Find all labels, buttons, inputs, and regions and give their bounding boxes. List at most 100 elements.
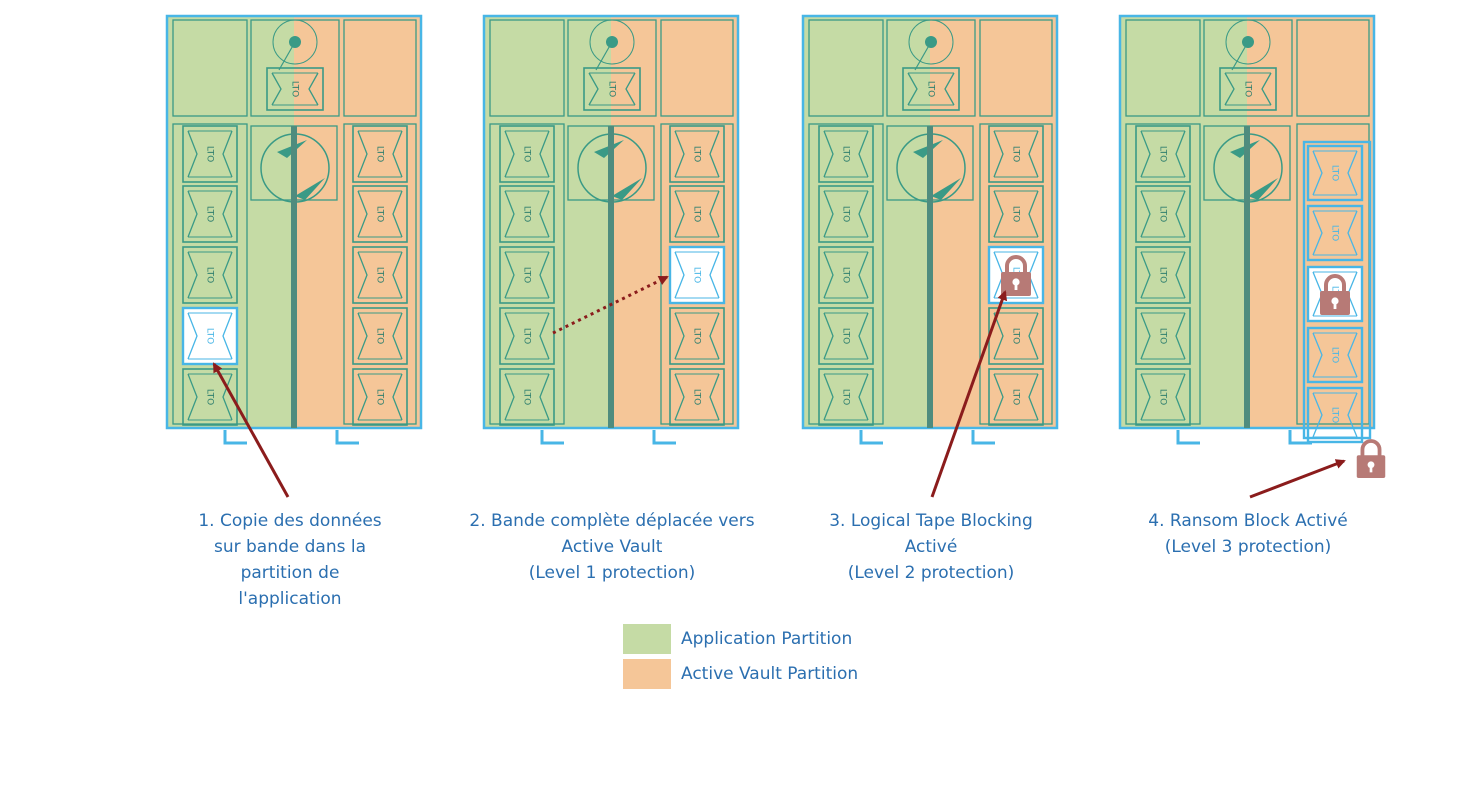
tape-slot-left xyxy=(504,251,515,299)
tape-label: LTO xyxy=(841,146,851,162)
tape-outline xyxy=(818,307,874,365)
tape-label: LTO xyxy=(1330,347,1340,363)
caption-line: Active Vault xyxy=(561,537,663,557)
tape-slot-left xyxy=(504,190,515,238)
tape-slot-left xyxy=(187,312,198,360)
tape-outline xyxy=(818,368,874,426)
tape-slot-left xyxy=(187,190,198,238)
lto-tape: LTO xyxy=(499,185,555,243)
tape-slot-right xyxy=(1347,332,1358,378)
tape-label: LTO xyxy=(522,206,532,222)
tape-outline xyxy=(818,185,874,243)
tape-slot-left xyxy=(674,251,685,299)
drive-mechanism-ring xyxy=(1225,19,1271,65)
lto-tape: LTO xyxy=(583,67,641,111)
tape-outline xyxy=(1135,246,1191,304)
drive-mechanism-arm xyxy=(278,41,296,71)
lto-tape: LTO xyxy=(499,246,555,304)
tape-outline xyxy=(352,368,408,426)
lto-tape: LTO xyxy=(1306,204,1364,262)
tape-slot-left xyxy=(1312,150,1323,196)
tape-slot-left xyxy=(823,130,834,178)
library-foot xyxy=(652,430,676,445)
tape-slot-left xyxy=(674,312,685,360)
top-compartment-right xyxy=(1296,19,1370,117)
lto-tape: LTO xyxy=(182,125,238,183)
lto-tape: LTO xyxy=(818,368,874,426)
top-compartment-left xyxy=(172,19,248,117)
tape-slot-right xyxy=(222,190,233,238)
tape-slot-left xyxy=(357,130,368,178)
tape-label: LTO xyxy=(205,146,215,162)
top-compartment-right xyxy=(979,19,1053,117)
tape-slot-right xyxy=(709,190,720,238)
tape-slot-left xyxy=(504,312,515,360)
caption-line: 3. Logical Tape Blocking xyxy=(829,511,1033,531)
tape-slot-left xyxy=(907,72,918,106)
tape-slot-left xyxy=(1140,373,1151,421)
tape-label: LTO xyxy=(375,389,385,405)
tape-slot-left xyxy=(823,251,834,299)
lock-keyhole-slot xyxy=(1369,465,1373,473)
tape-outline xyxy=(1135,307,1191,365)
tape-label: LTO xyxy=(841,328,851,344)
legend-swatch-application xyxy=(623,624,671,654)
tape-slot-right xyxy=(1175,190,1186,238)
tape-label: LTO xyxy=(841,206,851,222)
right-tape-bay xyxy=(660,123,734,425)
library-foot xyxy=(859,430,883,445)
tape-slot-right xyxy=(858,312,869,360)
tape-label: LTO xyxy=(522,146,532,162)
lto-tape: LTO xyxy=(1306,144,1364,202)
lto-tape: LTO xyxy=(988,125,1044,183)
tape-slot-left xyxy=(993,190,1004,238)
tape-label: LTO xyxy=(375,328,385,344)
tape-slot-right xyxy=(539,251,550,299)
tape-label: LTO xyxy=(1011,389,1021,405)
tape-label: LTO xyxy=(1011,206,1021,222)
tape-outline xyxy=(818,125,874,183)
tape-slot-right xyxy=(539,130,550,178)
right-tape-bay xyxy=(343,123,417,425)
legend-item-application: Application Partition xyxy=(623,622,852,656)
tape-label: LTO xyxy=(607,81,617,97)
tape-outline xyxy=(902,67,960,111)
tape-outline xyxy=(1219,67,1277,111)
lto-tape: LTO xyxy=(1135,125,1191,183)
lock-icon xyxy=(1356,439,1386,479)
left-tape-bay xyxy=(1125,123,1201,425)
tape-label: LTO xyxy=(1158,267,1168,283)
tape-slot-right xyxy=(1028,312,1039,360)
tape-outline xyxy=(1135,125,1191,183)
tape-label: LTO xyxy=(1011,146,1021,162)
caption-line: (Level 2 protection) xyxy=(847,563,1015,583)
top-compartment-right xyxy=(343,19,417,117)
tape-label: LTO xyxy=(926,81,936,97)
tape-slot-left xyxy=(357,190,368,238)
tape-label: LTO xyxy=(692,389,702,405)
caption-step-2: 2. Bande complète déplacée vers Active V… xyxy=(452,508,772,586)
tape-slot-right xyxy=(1347,210,1358,256)
tape-slot-right xyxy=(858,190,869,238)
tape-label: LTO xyxy=(375,146,385,162)
lto-tape: LTO xyxy=(1306,265,1364,323)
lto-tape: LTO xyxy=(352,185,408,243)
lto-tape: LTO xyxy=(352,246,408,304)
tape-slot-right xyxy=(1175,251,1186,299)
tape-outline xyxy=(1135,185,1191,243)
tape-label: LTO xyxy=(692,206,702,222)
lto-tape: LTO xyxy=(1135,368,1191,426)
tape-slot-right xyxy=(392,312,403,360)
tape-label: LTO xyxy=(1158,389,1168,405)
robot-arm-blade xyxy=(931,178,961,200)
tape-outline xyxy=(352,125,408,183)
caption-step-1: 1. Copie des données sur bande dans la p… xyxy=(130,508,450,612)
tape-outline xyxy=(266,67,324,111)
lto-tape: LTO xyxy=(818,307,874,365)
tape-slot-left xyxy=(1224,72,1235,106)
lock-shackle xyxy=(1005,255,1027,273)
lock-keyhole xyxy=(1012,278,1020,286)
tape-outline xyxy=(669,185,725,243)
lto-tape: LTO xyxy=(669,307,725,365)
arrow-step-2 xyxy=(552,275,669,335)
